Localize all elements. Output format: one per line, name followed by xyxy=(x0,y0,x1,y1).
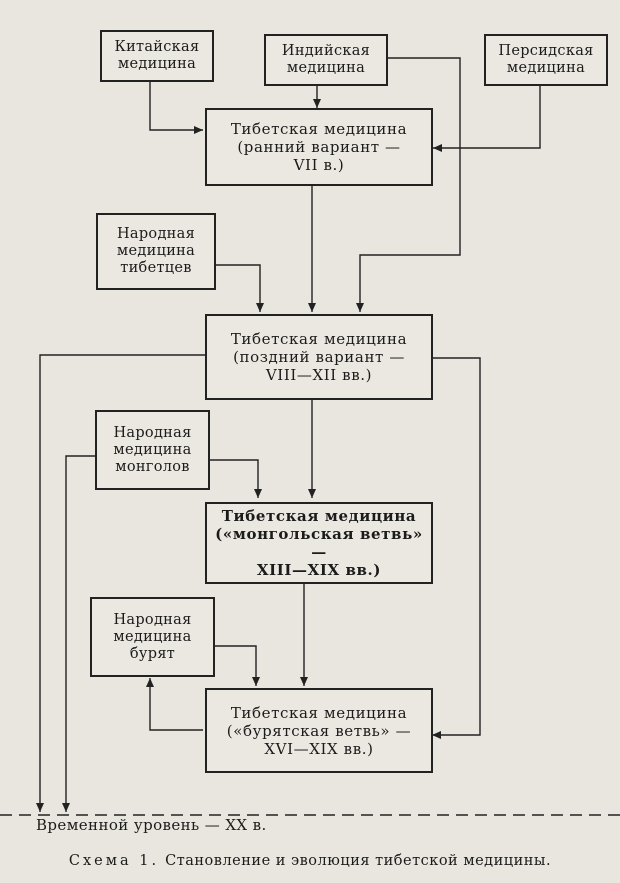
box-tibetan-early: Тибетская медицина (ранний вариант — VII… xyxy=(205,108,433,186)
caption-lead: Схема 1. xyxy=(68,853,160,869)
arrow-persian-to-early xyxy=(433,86,541,152)
box-folk-buryat: Народная медицина бурят xyxy=(90,597,215,677)
timeline-label: Временной уровень — XX в. xyxy=(36,816,267,834)
box-tibetan-mongol-branch: Тибетская медицина («монгольская ветвь» … xyxy=(205,502,433,584)
figure-caption: Схема 1. Становление и эволюция тибетской… xyxy=(0,853,620,869)
arrow-late-to-timeline xyxy=(36,354,205,812)
box-tibetan-late: Тибетская медицина (поздний вариант — VI… xyxy=(205,314,433,400)
box-tibetan-buryat-branch: Тибетская медицина («бурятская ветвь» — … xyxy=(205,688,433,773)
box-indian-medicine: Индийская медицина xyxy=(264,34,388,86)
arrow-folk-buryat-to-buryat xyxy=(215,645,260,686)
box-chinese-medicine: Китайская медицина xyxy=(100,30,214,82)
box-persian-medicine: Персидская медицина xyxy=(484,34,608,86)
arrow-folk-tibetan-to-late xyxy=(216,264,264,312)
arrow-folk-mongol-to-timeline xyxy=(62,455,95,812)
arrow-chinese-to-early xyxy=(149,80,203,134)
box-folk-mongol: Народная медицина монголов xyxy=(95,410,210,490)
arrow-late-to-buryat xyxy=(432,357,481,739)
caption-text: Становление и эволюция тибетской медицин… xyxy=(165,853,552,869)
arrow-indian-to-late xyxy=(356,57,461,312)
box-folk-tibetan: Народная медицина тибетцев xyxy=(96,213,216,290)
arrow-folk-mongol-to-mongol xyxy=(210,459,262,498)
arrow-buryat-to-folk-buryat xyxy=(146,678,203,731)
